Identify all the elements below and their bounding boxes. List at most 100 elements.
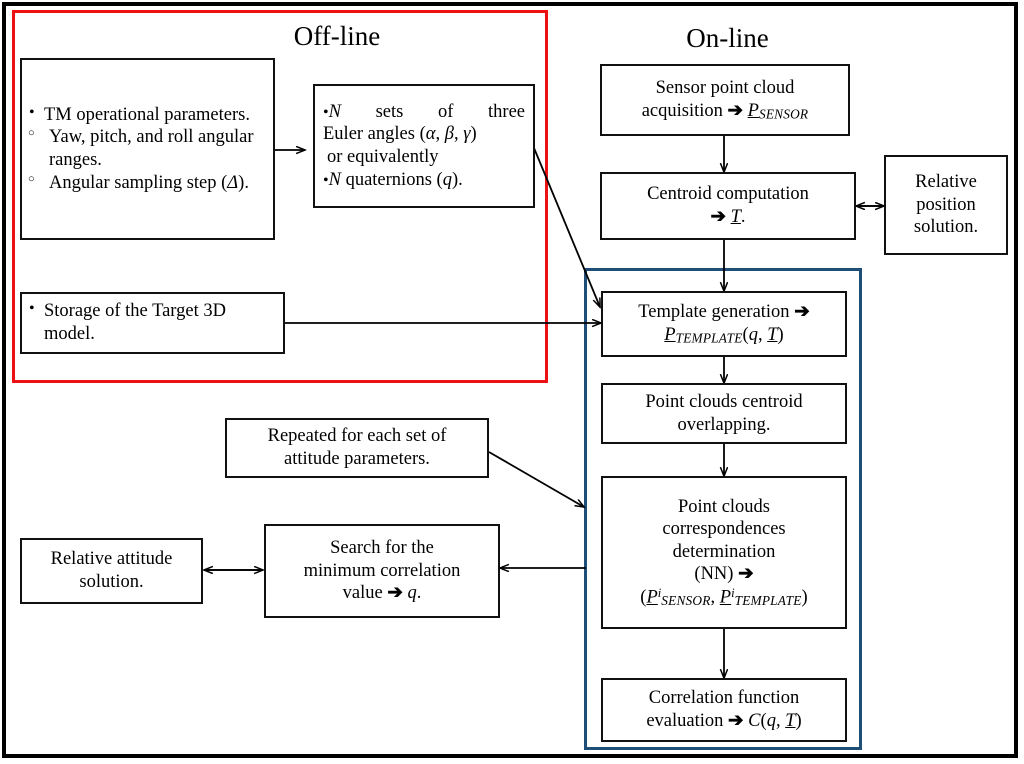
corresp-p1-symbol: P (646, 587, 658, 608)
offline-section-title: Off-line (293, 21, 381, 51)
euler-gamma: γ (463, 124, 471, 145)
corresp-close-paren: ) (801, 587, 808, 608)
corresp-line-5: (PiSENSOR, PiTEMPLATE) (608, 586, 840, 609)
node-point-clouds-centroid-overlapping[interactable]: Point clouds centroid overlapping. (601, 383, 847, 444)
storage-bullet: Storage of the Target 3D model. (27, 299, 278, 345)
search-line-2: minimum correlation (303, 560, 461, 581)
node-sensor-point-cloud-acquisition[interactable]: Sensor point cloud acquisition ➔ PSENSOR (600, 64, 850, 136)
euler-beta: β (444, 124, 454, 145)
centroid-line-2-post: . (740, 207, 746, 227)
node-point-clouds-correspondences[interactable]: Point clouds correspondences determinati… (601, 476, 847, 629)
node-template-generation[interactable]: Template generation ➔ PTEMPLATE(q, T) (601, 291, 847, 357)
sensor-p-subscript: SENSOR (758, 106, 809, 122)
node-storage-target-3d-model[interactable]: Storage of the Target 3D model. (20, 292, 285, 354)
template-q-symbol: q (748, 324, 758, 345)
correlation-c-symbol: C (748, 711, 761, 731)
tm-sub-angular-ranges: Yaw, pitch, and roll angular ranges. (27, 126, 268, 171)
euler-n-symbol-2: N (328, 169, 341, 190)
corresp-p2-symbol: P (719, 587, 732, 608)
arrow-glyph-icon: ➔ (710, 207, 726, 227)
corresp-line-3: determination (672, 541, 776, 562)
corresp-line-1: Point clouds (678, 496, 770, 517)
corresp-p1-superscript: i (657, 585, 662, 600)
node-relative-attitude-solution[interactable]: Relative attitude solution. (20, 538, 203, 604)
template-args-open: ( (742, 324, 749, 345)
relatt-line-2: solution. (79, 572, 144, 592)
template-line-1-text: Template generation (638, 302, 790, 323)
euler-quaternions-pre: quaternions ( (345, 169, 443, 190)
repeated-line-2: attitude parameters. (284, 449, 430, 469)
search-q-symbol: q (407, 583, 417, 604)
overlap-line-1: Point clouds centroid (645, 391, 803, 412)
online-group-frame (584, 268, 862, 750)
tm-sub-sampling-step-symbol: Δ (227, 172, 239, 193)
arrow-glyph-icon: ➔ (738, 564, 754, 585)
euler-line-2-post: ) (470, 124, 477, 145)
template-p-subscript: TEMPLATE (675, 330, 743, 346)
corresp-p2-subscript: TEMPLATE (734, 593, 802, 609)
search-line-3-post: . (416, 583, 422, 604)
centroid-line-2: ➔ T. (607, 206, 849, 229)
overlap-line-2: overlapping. (677, 414, 771, 435)
relpos-line-3: solution. (913, 217, 979, 238)
corresp-comma: , (710, 587, 716, 608)
tm-sub-sampling-step: Angular sampling step (Δ). (27, 172, 268, 195)
sensor-line-1: Sensor point cloud (655, 78, 795, 99)
euler-line-3: or equivalently (327, 147, 439, 167)
node-correlation-function-evaluation[interactable]: Correlation function evaluation ➔ C(q, T… (601, 678, 847, 742)
centroid-line-1: Centroid computation (647, 184, 809, 205)
template-p-symbol: P (664, 324, 676, 345)
tm-sub-sampling-step-post: ). (238, 172, 249, 193)
node-relative-position-solution[interactable]: Relative position solution. (884, 155, 1008, 255)
euler-q-symbol: q (442, 169, 452, 190)
correlation-open-paren: ( (760, 711, 767, 731)
sensor-line-2: acquisition ➔ PSENSOR (607, 100, 843, 123)
centroid-t-symbol: T (730, 207, 741, 227)
euler-n-symbol-1: N (328, 101, 341, 122)
correlation-comma: , (775, 711, 786, 731)
node-search-minimum-correlation[interactable]: Search for the minimum correlation value… (264, 524, 500, 618)
euler-alpha: α (425, 124, 436, 145)
relpos-line-2: position (916, 194, 976, 215)
correlation-close-paren: ) (795, 711, 802, 731)
node-euler-angles-quaternions[interactable]: •N sets of three Euler angles (α, β, γ) … (313, 84, 535, 208)
arrow-glyph-icon: ➔ (387, 583, 403, 604)
euler-line-4: •N quaternions (q). (323, 169, 525, 192)
relpos-line-1: Relative (915, 172, 977, 193)
search-line-3: value ➔ q. (271, 582, 493, 605)
node-centroid-computation[interactable]: Centroid computation ➔ T. (600, 172, 856, 240)
euler-line-2: Euler angles (α, β, γ) (323, 124, 477, 145)
correlation-line-1: Correlation function (648, 688, 800, 709)
euler-bullet-2: • (323, 171, 329, 189)
relatt-line-1: Relative attitude (50, 549, 173, 570)
euler-bullet-1: • (323, 103, 329, 121)
sensor-line-2-pre: acquisition (641, 100, 723, 121)
sensor-p-symbol: P (747, 100, 759, 121)
euler-line-1-rest: sets of three (375, 101, 525, 122)
corresp-p2-superscript: i (731, 585, 735, 600)
euler-line-2-pre: Euler angles ( (323, 124, 426, 145)
template-line-1: Template generation ➔ (608, 301, 840, 324)
tm-bullet-main: TM operational parameters. (27, 103, 268, 127)
correlation-line-2: evaluation ➔ C(q, T) (608, 710, 840, 733)
template-args-close: ) (777, 324, 784, 345)
arrow-glyph-icon: ➔ (727, 100, 744, 121)
corresp-nn-label: (NN) (694, 564, 734, 585)
euler-quaternions-post: ). (451, 169, 463, 190)
online-section-title: On-line (686, 23, 769, 53)
corresp-p1-subscript: SENSOR (661, 593, 711, 609)
correlation-q-symbol: q (766, 711, 776, 731)
repeated-line-1: Repeated for each set of (267, 426, 447, 447)
node-tm-operational-parameters[interactable]: TM operational parameters. Yaw, pitch, a… (20, 58, 275, 240)
corresp-line-4: (NN) ➔ (608, 563, 840, 586)
correlation-t-symbol: T (785, 711, 796, 731)
tm-sub-sampling-step-pre: Angular sampling step ( (49, 172, 228, 193)
search-line-1: Search for the (330, 538, 434, 559)
corresp-line-2: correspondences (662, 519, 786, 540)
arrow-glyph-icon: ➔ (794, 302, 810, 323)
node-repeated-for-each-set[interactable]: Repeated for each set of attitude parame… (225, 418, 489, 478)
search-line-3-pre: value (342, 583, 383, 604)
corresp-open-paren: ( (640, 587, 647, 608)
